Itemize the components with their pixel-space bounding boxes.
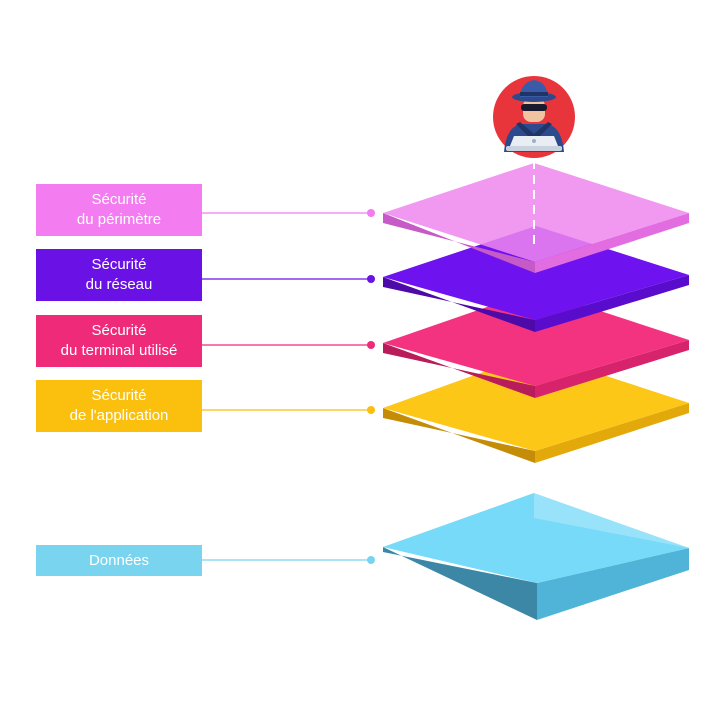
label-text-application: Sécurité de l'application — [69, 387, 169, 424]
connector-dot-reseau — [367, 275, 375, 283]
label-donnees: Données — [36, 545, 202, 576]
label-text-terminal: Sécurité du terminal utilisé — [60, 322, 178, 359]
connector-dot-perimetre — [367, 209, 375, 217]
label-text-donnees: Données — [88, 551, 150, 569]
label-securite-perimetre: Sécurité du périmètre — [36, 184, 202, 236]
connector-dot-terminal — [367, 341, 375, 349]
label-text-reseau: Sécurité du réseau — [85, 256, 153, 293]
layer-slab-terminal — [383, 290, 689, 398]
connector-dot-application — [367, 406, 375, 414]
hacker-icon — [493, 76, 575, 158]
layer-slab-reseau — [383, 226, 689, 332]
label-securite-reseau: Sécurité du réseau — [36, 249, 202, 301]
label-text-perimetre: Sécurité du périmètre — [76, 191, 162, 228]
connector-dot-donnees — [367, 556, 375, 564]
label-securite-terminal: Sécurité du terminal utilisé — [36, 315, 202, 367]
layer-slab-application — [383, 353, 689, 463]
layer-slab-donnees — [383, 493, 689, 620]
connector-lines — [202, 209, 375, 564]
layer-slab-perimetre — [383, 163, 689, 273]
label-securite-application: Sécurité de l'application — [36, 380, 202, 432]
